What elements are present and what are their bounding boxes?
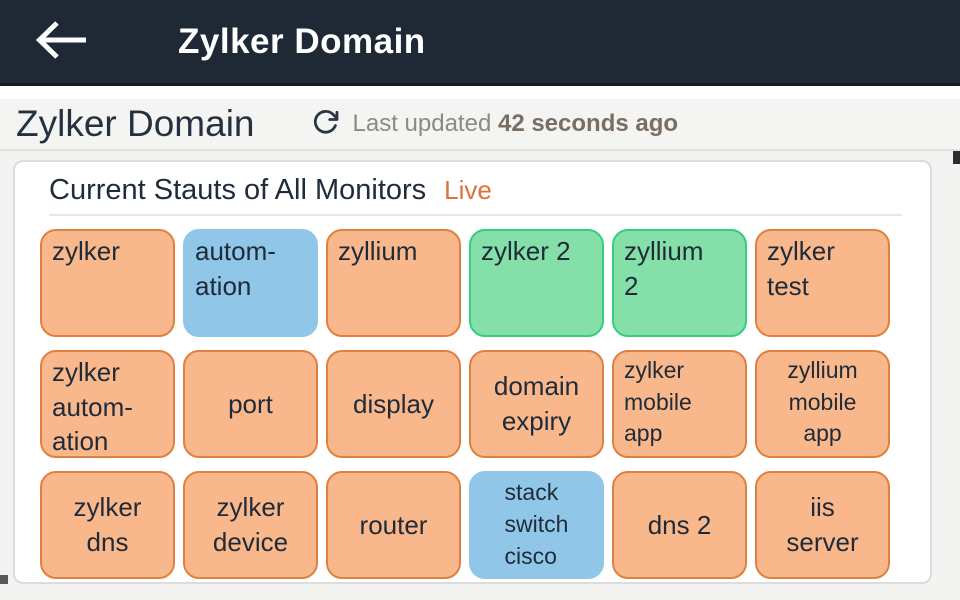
monitor-tile-label: zylker 2	[481, 236, 571, 266]
scrollbar-corner-mark	[0, 575, 8, 584]
monitor-tile[interactable]: zylker	[40, 229, 175, 337]
monitor-tile[interactable]: domain expiry	[469, 350, 604, 458]
last-updated-label: Last updated	[352, 110, 492, 137]
monitor-tile-label: zylker autom- ation	[52, 357, 133, 457]
monitor-tile-label: zylker mobile app	[624, 357, 692, 447]
refresh-icon	[311, 108, 340, 140]
monitor-tile-label: zyllium mobile app	[787, 357, 858, 447]
monitor-tile[interactable]: zylker test	[755, 229, 890, 337]
monitor-tile-label: zylker dns	[73, 492, 142, 557]
monitor-tile-label: stack switch cisco	[504, 479, 569, 569]
monitor-tile-label: domain expiry	[493, 371, 580, 436]
monitor-tile-label: port	[228, 388, 273, 419]
monitor-tile[interactable]: zylker mobile app	[612, 350, 747, 458]
monitor-tile-label: router	[359, 509, 428, 540]
monitor-tile-label: zylker	[52, 236, 120, 266]
monitor-tile-label: display	[353, 388, 434, 419]
monitors-card: Current Stauts of All Monitors Live zylk…	[13, 160, 932, 584]
scrollbar-thumb[interactable]	[953, 151, 960, 164]
last-updated-value: 42 seconds ago	[497, 110, 679, 137]
monitor-tile-label: zylker device	[212, 492, 289, 557]
monitor-tile[interactable]: router	[326, 471, 461, 579]
back-button[interactable]	[34, 21, 90, 63]
app-bar-title: Zylker Domain	[178, 21, 426, 61]
app-bar: Zylker Domain	[0, 0, 960, 86]
live-badge: Live	[444, 175, 492, 205]
monitor-tile[interactable]: zyllium 2	[612, 229, 747, 337]
content-area: Current Stauts of All Monitors Live zylk…	[0, 151, 960, 600]
page-title: Zylker Domain	[16, 103, 255, 144]
monitor-tile[interactable]: stack switch cisco	[469, 471, 604, 579]
card-header: Current Stauts of All Monitors Live	[49, 174, 930, 207]
monitor-tile[interactable]: autom- ation	[183, 229, 318, 337]
monitor-tile-label: iis server	[786, 492, 859, 557]
arrow-left-icon	[34, 19, 90, 64]
monitor-tile[interactable]: zylker dns	[40, 471, 175, 579]
card-heading: Current Stauts of All Monitors	[49, 174, 427, 206]
heading-divider	[49, 214, 902, 216]
monitor-tile-label: zyllium	[338, 236, 418, 266]
monitor-tile-label: autom- ation	[195, 236, 276, 301]
monitor-tile[interactable]: zylker autom- ation	[40, 350, 175, 458]
monitor-grid: zylker autom- ation zyllium zylker 2 zyllium…	[40, 229, 930, 579]
refresh-button[interactable]	[311, 109, 341, 139]
monitor-tile-label: zylker test	[767, 236, 835, 301]
monitor-tile[interactable]: zyllium mobile app	[755, 350, 890, 458]
monitor-tile[interactable]: zylker 2	[469, 229, 604, 337]
monitor-tile-label: dns 2	[647, 509, 712, 540]
last-updated: Last updated 42 seconds ago	[353, 110, 679, 138]
monitor-tile[interactable]: iis server	[755, 471, 890, 579]
monitor-tile[interactable]: zyllium	[326, 229, 461, 337]
monitor-tile[interactable]: dns 2	[612, 471, 747, 579]
page-header: Zylker Domain Last updated 42 seconds ag…	[0, 99, 960, 151]
monitor-tile[interactable]: port	[183, 350, 318, 458]
monitor-tile[interactable]: zylker device	[183, 471, 318, 579]
monitor-tile-label: zyllium 2	[624, 236, 704, 301]
monitor-tile[interactable]: display	[326, 350, 461, 458]
